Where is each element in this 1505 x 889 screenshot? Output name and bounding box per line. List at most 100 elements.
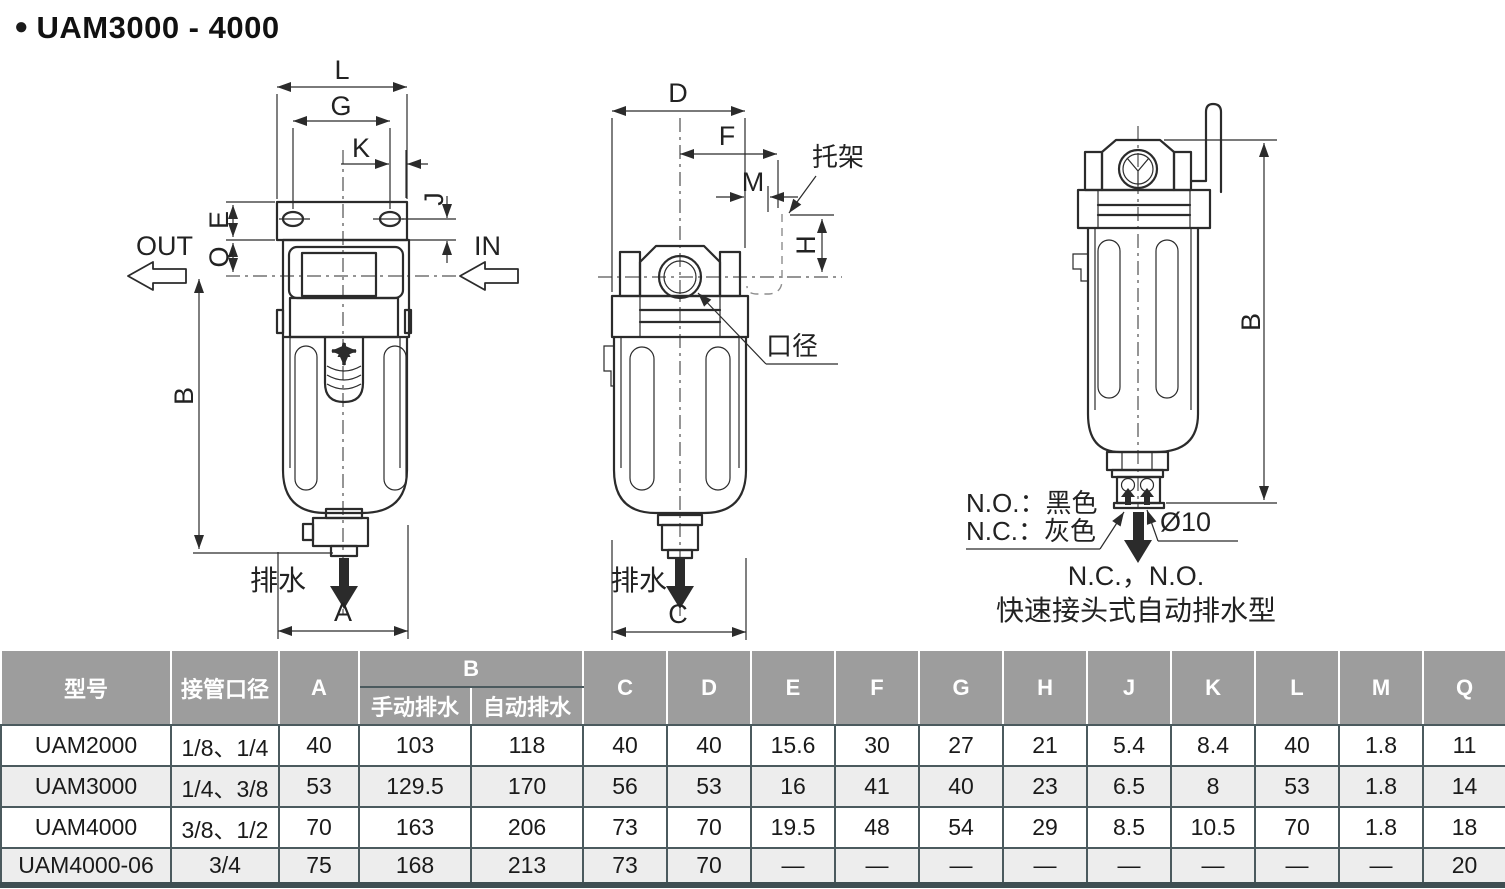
- dim-label-k: K: [351, 133, 371, 163]
- col-header-h: H: [1002, 649, 1089, 726]
- out-label: OUT: [136, 231, 193, 261]
- front-view-drawing: [127, 82, 519, 639]
- cell: 40: [918, 765, 1005, 808]
- dimension-table: 型号 接管口径 A B C D E F G H J K L M Q 手动排水 自…: [0, 649, 1505, 888]
- dim-label-m: M: [741, 167, 765, 197]
- cell: 16: [750, 765, 837, 808]
- cell: 170: [469, 765, 585, 808]
- dim-label-e: E: [203, 210, 234, 230]
- drain-arrow-icon: [330, 558, 358, 609]
- nc-color-label: N.C.：灰色: [966, 516, 1097, 546]
- cell-model: UAM3000: [0, 765, 172, 808]
- col-header-g: G: [918, 649, 1005, 726]
- cell: 54: [918, 806, 1005, 849]
- technical-drawings: [127, 82, 1277, 640]
- bore-label: 口径: [766, 331, 819, 361]
- page-title: ● UAM3000 - 4000: [14, 10, 280, 46]
- side-view-drawing: [598, 106, 842, 640]
- cell: 40: [278, 724, 360, 767]
- bracket-label: 托架: [812, 142, 865, 172]
- cell: 75: [278, 847, 360, 886]
- cell: —: [1254, 847, 1341, 886]
- cell: 103: [358, 724, 472, 767]
- cell: 29: [1002, 806, 1089, 849]
- cell: —: [918, 847, 1005, 886]
- cell: 40: [582, 724, 669, 767]
- cell: 48: [834, 806, 921, 849]
- cell: 206: [469, 806, 585, 849]
- col-header-q: Q: [1422, 649, 1505, 726]
- table-row: UAM4000-06 3/4 75 168 213 73 70 — — — — …: [0, 847, 1505, 886]
- cell: 1/8、1/4: [170, 724, 280, 767]
- title-bullet-icon: ●: [14, 13, 29, 40]
- dim-label-b-right: B: [1235, 312, 1266, 332]
- cell: 53: [278, 765, 360, 808]
- cell: 168: [358, 847, 472, 886]
- cell: 8.4: [1170, 724, 1257, 767]
- table-row: UAM3000 1/4、3/8 53 129.5 170 56 53 16 41…: [0, 765, 1505, 808]
- cell: 15.6: [750, 724, 837, 767]
- in-label: IN: [474, 231, 501, 261]
- dim-label-c: C: [668, 599, 688, 629]
- dim-label-d: D: [668, 78, 688, 108]
- drain-label-side: 排水: [611, 565, 668, 596]
- cell: —: [1002, 847, 1089, 886]
- col-header-b: B: [357, 649, 585, 688]
- table-row: UAM2000 1/8、1/4 40 103 118 40 40 15.6 30…: [0, 724, 1505, 767]
- cell: 53: [666, 765, 753, 808]
- cell: 8.5: [1086, 806, 1173, 849]
- cell: 18: [1422, 806, 1505, 849]
- cell: 8: [1170, 765, 1257, 808]
- auto-drain-view-drawing: [966, 102, 1277, 563]
- cell: 5.4: [1086, 724, 1173, 767]
- cell-model: UAM4000-06: [0, 847, 172, 886]
- cell: 213: [469, 847, 585, 886]
- dim-label-g: G: [330, 91, 352, 121]
- cell: 1.8: [1338, 806, 1425, 849]
- no-color-label: N.O.：黑色: [966, 488, 1098, 518]
- cell: 1.8: [1338, 765, 1425, 808]
- cell: 27: [918, 724, 1005, 767]
- col-header-k: K: [1170, 649, 1257, 726]
- col-header-f: F: [834, 649, 921, 726]
- col-header-j: J: [1086, 649, 1173, 726]
- cell: 129.5: [358, 765, 472, 808]
- cell: 70: [278, 806, 360, 849]
- cell: —: [834, 847, 921, 886]
- cell: 3/4: [170, 847, 280, 886]
- cell: 11: [1422, 724, 1505, 767]
- dim-label-f: F: [718, 121, 736, 151]
- col-header-b-auto: 自动排水: [469, 686, 585, 726]
- cell: —: [1338, 847, 1425, 886]
- in-arrow-icon: [459, 261, 519, 291]
- cell: 70: [666, 847, 753, 886]
- cell: 20: [1422, 847, 1505, 886]
- col-header-m: M: [1338, 649, 1425, 726]
- table-row: UAM4000 3/8、1/2 70 163 206 73 70 19.5 48…: [0, 806, 1505, 849]
- col-header-model: 型号: [0, 649, 172, 726]
- cell: 23: [1002, 765, 1089, 808]
- col-header-l: L: [1254, 649, 1341, 726]
- dim-label-j: J: [418, 192, 449, 206]
- cell: 40: [1254, 724, 1341, 767]
- cell: 118: [469, 724, 585, 767]
- col-header-e: E: [750, 649, 837, 726]
- cell: 73: [582, 806, 669, 849]
- cell: —: [1170, 847, 1257, 886]
- col-header-port-size: 接管口径: [170, 649, 280, 726]
- cell: 6.5: [1086, 765, 1173, 808]
- page-title-text: UAM3000 - 4000: [36, 10, 280, 45]
- cell: 56: [582, 765, 669, 808]
- cell: 21: [1002, 724, 1089, 767]
- diameter-label: Ø10: [1160, 507, 1212, 537]
- cell: 41: [834, 765, 921, 808]
- nc-no-caption: N.C.，N.O.: [1067, 561, 1205, 591]
- cell: 10.5: [1170, 806, 1257, 849]
- cell: 1.8: [1338, 724, 1425, 767]
- cell: 70: [1254, 806, 1341, 849]
- cell: 40: [666, 724, 753, 767]
- cell: 30: [834, 724, 921, 767]
- drain-arrow-icon: [666, 558, 694, 609]
- out-arrow-icon: [127, 261, 187, 291]
- drain-arrow-icon: [1124, 512, 1152, 563]
